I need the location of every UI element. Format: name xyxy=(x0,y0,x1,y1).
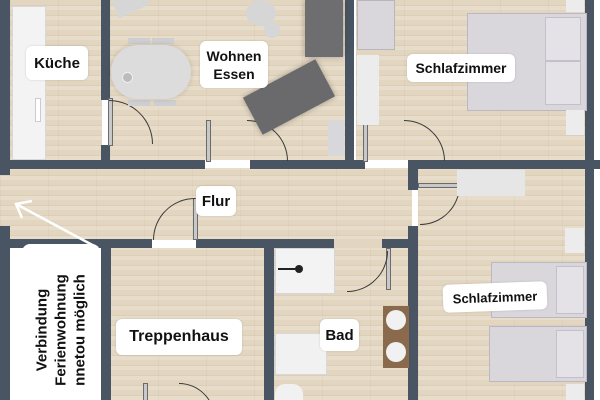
shower xyxy=(275,248,335,294)
room-label-schlafzimmer-1: Schlafzimmer xyxy=(407,54,515,82)
wall xyxy=(0,239,152,248)
wall xyxy=(264,239,274,400)
wall xyxy=(250,160,365,169)
room-label-text: Schlafzimmer xyxy=(452,288,538,306)
room-label-flur: Flur xyxy=(196,186,236,216)
round-side-table xyxy=(264,22,280,38)
wall xyxy=(408,226,418,400)
dining-chair xyxy=(128,38,150,44)
room-label-text: Schlafzimmer xyxy=(415,60,507,76)
wall xyxy=(101,0,110,100)
connection-note xyxy=(22,244,100,400)
dining-table xyxy=(111,45,191,99)
room-label-text: Bad xyxy=(325,326,354,344)
nightstand xyxy=(566,110,584,135)
wall xyxy=(101,239,111,400)
shower-head xyxy=(295,265,303,273)
nightstand xyxy=(565,228,584,253)
wardrobe xyxy=(357,0,395,50)
bathtub xyxy=(275,333,327,375)
room-label-bad: Bad xyxy=(320,319,359,351)
door-leaf xyxy=(206,120,211,162)
dining-chair xyxy=(128,100,150,106)
door-leaf xyxy=(193,198,198,240)
toilet xyxy=(275,384,303,400)
sink xyxy=(386,342,406,362)
room-label-text: Treppenhaus xyxy=(129,328,229,345)
floor-flur xyxy=(0,168,412,240)
round-side-table xyxy=(246,0,276,26)
plant-pot xyxy=(122,72,133,83)
cabinet xyxy=(328,120,344,156)
door-leaf xyxy=(143,383,148,400)
sink xyxy=(386,310,406,330)
nightstand xyxy=(566,0,584,12)
room-label-text: Essen xyxy=(213,65,255,82)
room-label-text: Wohnen xyxy=(206,47,262,64)
wall xyxy=(408,160,600,169)
room-label-text: Flur xyxy=(201,192,231,210)
pillow xyxy=(556,330,584,378)
room-label-kueche: Küche xyxy=(26,46,88,80)
kitchen-counter xyxy=(12,6,46,160)
pillow xyxy=(556,266,584,314)
wall xyxy=(585,0,594,400)
wall xyxy=(0,160,205,169)
dining-chair xyxy=(152,38,174,44)
wall xyxy=(408,160,418,190)
desk xyxy=(457,170,525,196)
door-leaf xyxy=(108,98,113,146)
nightstand xyxy=(566,384,584,400)
door-gap xyxy=(110,239,152,248)
room-label-wohnen-essen: Wohnen Essen xyxy=(200,41,268,88)
connection-note-text: Verbindung Ferienwohnung nnetou möglich xyxy=(33,274,90,386)
note-line-2: Ferienwohnung xyxy=(52,274,70,386)
dresser xyxy=(357,55,379,125)
room-label-schlafzimmer-2: Schlafzimmer xyxy=(442,281,548,313)
wall xyxy=(101,145,110,167)
kitchen-hob xyxy=(35,98,41,122)
pillow xyxy=(545,17,581,61)
door-leaf xyxy=(386,248,391,290)
note-line-1: Verbindung xyxy=(33,288,51,372)
note-line-3: nnetou möglich xyxy=(71,274,89,386)
wall xyxy=(274,239,334,248)
arrow-up-left-icon xyxy=(14,199,99,250)
pillow xyxy=(545,61,581,105)
dining-chair xyxy=(154,100,176,106)
room-label-treppenhaus: Treppenhaus xyxy=(116,319,242,355)
wall xyxy=(345,0,354,168)
sofa xyxy=(305,0,343,57)
shower-bar xyxy=(278,268,296,270)
wall xyxy=(0,0,10,175)
door-gap xyxy=(334,239,382,248)
room-label-text: Küche xyxy=(34,54,80,72)
wall xyxy=(0,226,10,400)
